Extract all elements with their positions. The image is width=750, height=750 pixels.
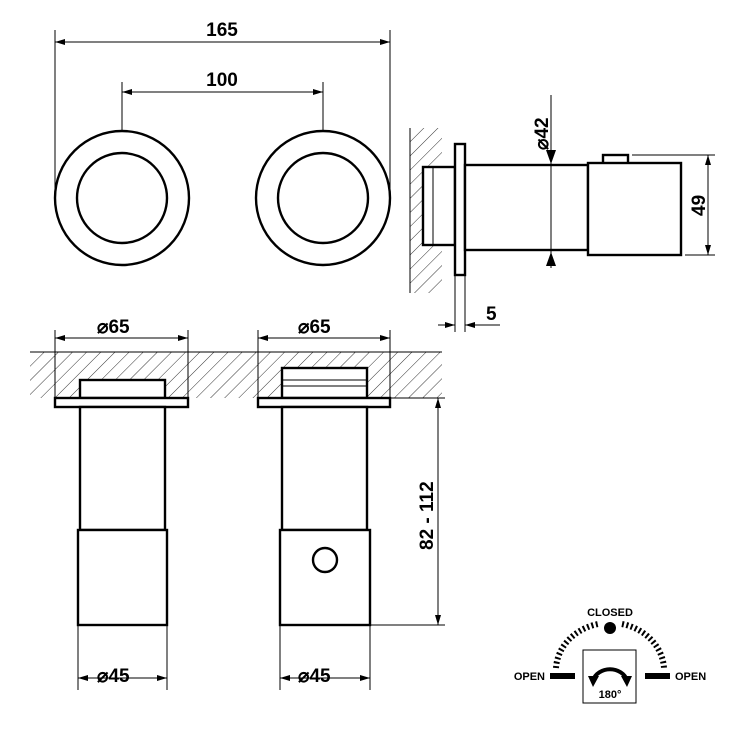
right-plan-knob [278, 528, 372, 627]
left-plan-knob [76, 528, 169, 627]
side-view: ⌀42 49 5 [409, 95, 715, 332]
side-flange [453, 142, 467, 277]
plan-views: ⌀65 ⌀45 ⌀65 ⌀45 82 - 112 [30, 317, 445, 690]
side-knob [586, 161, 683, 257]
rotation-legend: CLOSED OPEN OPEN 180° [514, 607, 706, 704]
side-body [463, 163, 590, 252]
dim-projection-range: 82 - 112 [417, 481, 438, 550]
dim-side-diameter: ⌀42 [532, 117, 553, 150]
dim-center-distance: 100 [206, 70, 238, 91]
left-knob [75, 151, 169, 245]
dim-overall-width: 165 [206, 20, 238, 41]
label-closed: CLOSED [587, 607, 633, 619]
label-rotation: 180° [599, 689, 622, 701]
label-open-right: OPEN [675, 671, 706, 683]
closed-dot [604, 622, 616, 634]
dim-knob-diameter-left: ⌀45 [97, 666, 130, 687]
label-open-left: OPEN [514, 671, 545, 683]
front-view: 165 100 [53, 20, 392, 267]
dim-knob-height: 49 [689, 195, 710, 216]
dim-flange-diameter-right: ⌀65 [298, 317, 331, 338]
right-knob [276, 151, 370, 245]
dim-knob-diameter-right: ⌀45 [298, 666, 331, 687]
dim-flange-thickness: 5 [486, 304, 497, 325]
dim-flange-diameter-left: ⌀65 [97, 317, 130, 338]
